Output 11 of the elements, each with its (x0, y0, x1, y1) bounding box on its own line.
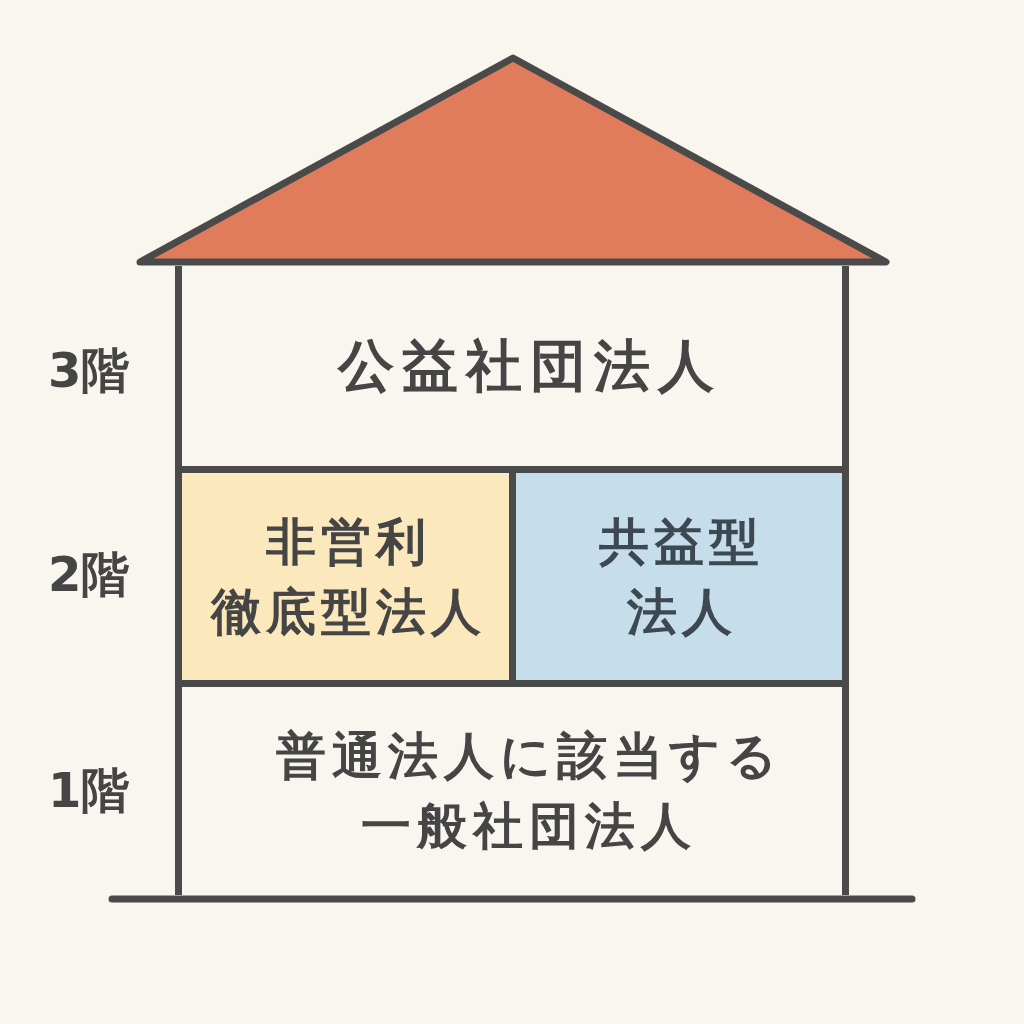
floor-number: 1階 (48, 764, 130, 817)
house-roof (136, 54, 890, 266)
floor-panel (175, 473, 516, 687)
floor-label: 非営利徹底型法人 (209, 511, 486, 643)
floor-panel (516, 473, 849, 687)
floor-label: 公益社団法人 (336, 331, 722, 400)
floor-label: 普通法人に該当する一般社団法人 (274, 726, 783, 857)
floor-panel (175, 687, 849, 895)
floor-label: 共益型法人 (598, 511, 764, 643)
floor-number: 3階 (48, 344, 130, 397)
floor-number: 2階 (48, 548, 130, 601)
